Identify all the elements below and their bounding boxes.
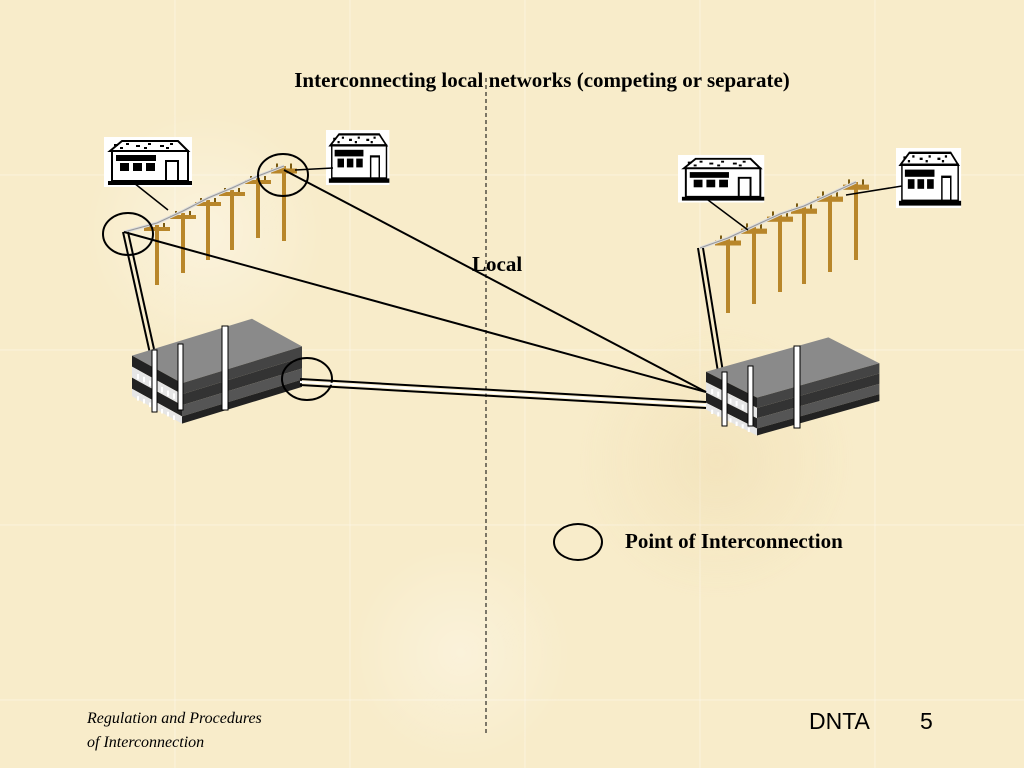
interconnection-links bbox=[123, 169, 707, 409]
utility-pole-icon bbox=[817, 191, 843, 272]
left-local-network bbox=[102, 128, 391, 425]
slide-title: Interconnecting local networks (competin… bbox=[294, 68, 790, 92]
legend-circle-icon bbox=[553, 523, 603, 561]
house-icon bbox=[894, 146, 963, 210]
utility-pole-icon bbox=[791, 203, 817, 284]
footer-text-line2: of Interconnection bbox=[87, 734, 205, 751]
utility-pole-icon bbox=[741, 223, 767, 304]
footer-text-line1: Regulation and Procedures bbox=[87, 710, 262, 727]
legend-label: Point of Interconnection bbox=[625, 529, 843, 553]
page-number: 5 bbox=[920, 708, 933, 734]
utility-pole-icon bbox=[219, 188, 245, 250]
point-of-interconnection-circle bbox=[281, 357, 333, 401]
footer-text: Regulation and Procedures of Interconnec… bbox=[87, 707, 347, 755]
point-of-interconnection-circle bbox=[102, 212, 154, 256]
point-of-interconnection-circle bbox=[257, 153, 309, 197]
footer-org: DNTA bbox=[809, 708, 870, 734]
utility-pole-icon bbox=[170, 211, 196, 273]
exchange-building-icon bbox=[704, 336, 881, 437]
house-icon bbox=[324, 128, 391, 187]
house-icon bbox=[103, 136, 193, 188]
utility-pole-icon bbox=[195, 198, 221, 260]
utility-pole-icon bbox=[715, 235, 741, 313]
utility-pole-icon bbox=[144, 223, 170, 285]
house-icon bbox=[677, 154, 766, 204]
right-local-network bbox=[677, 146, 963, 437]
utility-pole-icon bbox=[767, 211, 793, 292]
utility-pole-icon bbox=[245, 176, 271, 238]
local-label: Local bbox=[472, 252, 523, 276]
